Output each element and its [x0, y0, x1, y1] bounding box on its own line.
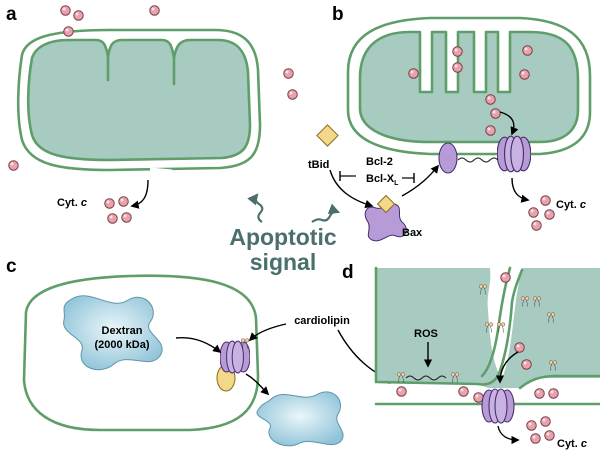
- cyt-c-d11: [530, 433, 541, 444]
- membrane-break-a: [149, 167, 173, 175]
- cyt-c-b2: [452, 62, 463, 73]
- entry-arrow-b: [499, 111, 519, 136]
- signal-label-line1: Apoptotic: [229, 224, 337, 250]
- cyt-c-a5: [283, 68, 294, 79]
- cyt-c-d10: [540, 416, 551, 427]
- cyt-c-a1: [60, 5, 71, 16]
- bclxl-label: Bcl-XL: [366, 173, 399, 187]
- cardiolipin-label: cardiolipin: [294, 315, 350, 327]
- inner-membrane-d-right: [518, 374, 600, 390]
- cyt-c-label-b: Cyt. c: [556, 199, 586, 211]
- cyt-c-d1: [396, 386, 407, 397]
- panel-c: c Dextran (2000 kDa) cardiolipin: [6, 256, 398, 447]
- cyt-c-d12: [544, 430, 555, 441]
- cyt-c-d6: [500, 272, 511, 283]
- pore-complex-c: [220, 340, 250, 374]
- cyt-c-a9: [118, 196, 129, 207]
- tbid-bound-icon: [376, 194, 396, 214]
- panel-d: d ROS C: [342, 262, 600, 450]
- cristae-a: [106, 54, 176, 86]
- cyt-c-a4: [149, 5, 160, 16]
- cyt-c-label-d: Cyt. c: [557, 438, 587, 450]
- tbid-icon: [316, 124, 339, 147]
- cyt-c-b1: [452, 46, 463, 57]
- bax-label: Bax: [402, 227, 423, 239]
- tbid-to-bax-arrow: [329, 169, 374, 209]
- cyt-c-d9: [526, 420, 537, 431]
- signal-squiggle-left: [247, 193, 264, 223]
- cyt-c-b4: [519, 69, 530, 80]
- cyt-c-d2: [458, 386, 469, 397]
- linker-b: [457, 157, 499, 163]
- panel-letter-a: a: [6, 4, 17, 25]
- cyt-c-a3: [63, 26, 74, 37]
- signal-label-line2: signal: [250, 249, 316, 275]
- cyt-c-d4: [534, 388, 545, 399]
- cyt-c-a10: [107, 213, 118, 224]
- pore-complex-b: [497, 135, 531, 173]
- cyt-c-a11: [121, 212, 132, 223]
- release-arrow-b: [511, 177, 530, 203]
- pore-complex-d: [481, 388, 515, 424]
- mitochondrial-matrix-a: [26, 38, 252, 162]
- cyt-c-b3: [522, 45, 533, 56]
- signal-squiggle-right: [311, 203, 341, 223]
- mitochondrial-matrix-b: [358, 30, 580, 144]
- crista-release-arrow-d: [495, 351, 519, 384]
- panel-letter-b: b: [332, 4, 344, 25]
- cyt-c-d5: [548, 388, 559, 399]
- cyt-c-label-a: Cyt. c: [57, 197, 87, 209]
- cyt-c-d7: [514, 342, 525, 353]
- cyt-c-b6: [485, 94, 496, 105]
- tbid-label: tBid: [308, 159, 329, 171]
- panel-a: a Cyt. c: [6, 4, 298, 224]
- dextran-to-pore-arrow: [175, 336, 222, 354]
- cyt-c-b7: [490, 108, 501, 119]
- dextran-label-line2: (2000 kDa): [94, 339, 149, 351]
- panel-b: b Cyt. c tBid Bcl-2 Bcl-XL: [308, 4, 592, 242]
- cyt-c-a8: [104, 198, 115, 209]
- cyt-c-b5: [408, 68, 419, 79]
- inner-membrane-d-left: [374, 266, 524, 386]
- panel-letter-d: d: [342, 262, 354, 283]
- cyt-c-b12: [531, 220, 542, 231]
- bcl2-label: Bcl-2: [366, 156, 393, 168]
- dextran-label-line1: Dextran: [102, 325, 143, 337]
- release-arrow-a: [130, 179, 149, 209]
- pore-to-outside-arrow: [245, 373, 270, 396]
- cyt-c-b9: [540, 195, 551, 206]
- cyt-c-d8: [521, 359, 532, 370]
- panel-letter-c: c: [6, 256, 17, 277]
- bax-oligomer-b: [438, 142, 458, 174]
- cyt-c-a6: [287, 89, 298, 100]
- ros-label: ROS: [414, 328, 438, 340]
- outer-membrane-a: [16, 28, 262, 172]
- oxidized-chain-d: [405, 375, 447, 381]
- release-arrow-d: [497, 425, 520, 445]
- cyt-c-a7: [8, 160, 19, 171]
- bax-to-pore-arrow: [401, 164, 440, 197]
- cyt-c-b10: [528, 207, 539, 218]
- dextran-blob-inside: [63, 295, 163, 371]
- dextran-blob-outside: [256, 391, 344, 447]
- apoptotic-signal: Apoptotic signal: [229, 193, 341, 275]
- mitochondrial-matrix-d: [376, 268, 600, 388]
- cyt-c-b11: [544, 209, 555, 220]
- cardiolipin-arrow-c: [248, 323, 287, 342]
- cyt-c-b8: [485, 125, 496, 136]
- cyt-c-a2: [73, 10, 84, 21]
- outer-membrane-b: [346, 16, 592, 156]
